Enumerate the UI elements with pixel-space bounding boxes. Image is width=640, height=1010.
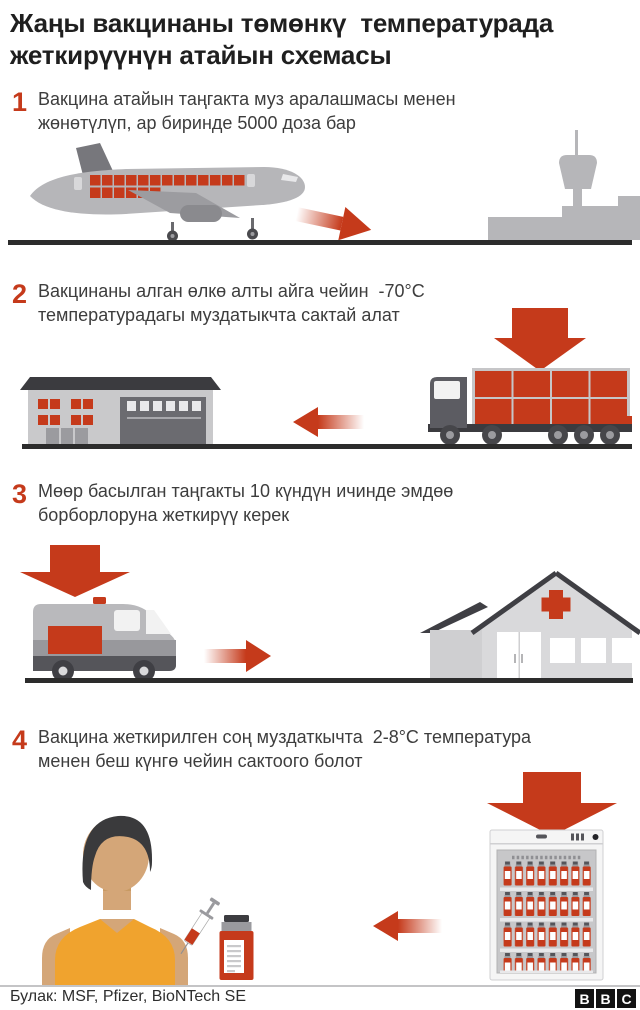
step-2-text: Вакцинаны алган өлкө алты айга чейин -70… xyxy=(38,281,425,325)
step-3: 3 Мөөр басылган таңгакты 10 күндүн ичинд… xyxy=(12,480,630,528)
ambulance-van-icon xyxy=(33,597,176,682)
scene-van-clinic xyxy=(20,545,640,683)
syringe-icon xyxy=(180,897,220,955)
airplane-icon xyxy=(30,143,305,242)
page-title: Жаңы вакцинаны төмөнкү температурада жет… xyxy=(10,8,554,70)
bbc-logo-block: C xyxy=(617,989,636,1008)
truck-icon xyxy=(428,368,632,445)
step-1-number: 1 xyxy=(12,87,28,117)
footer-divider xyxy=(0,985,640,987)
arrow-down-icon xyxy=(20,545,130,597)
warehouse-icon xyxy=(20,377,221,444)
runway-line xyxy=(8,240,632,245)
step-4-number: 4 xyxy=(12,725,28,755)
bbc-logo: B B C xyxy=(575,989,636,1008)
red-cross-icon xyxy=(541,590,571,619)
scene-warehouse-truck xyxy=(20,308,632,449)
arrow-left-icon xyxy=(373,911,442,941)
step-3-number: 3 xyxy=(12,479,28,509)
bbc-logo-block: B xyxy=(575,989,594,1008)
airport-tower-icon xyxy=(488,130,640,240)
ground-line xyxy=(25,678,633,683)
cargo-boxes xyxy=(90,175,245,198)
step-2-number: 2 xyxy=(12,279,28,309)
ground-line xyxy=(22,444,632,449)
medical-center-icon xyxy=(420,570,640,678)
step-1-text: Вакцина атайын таңгакта муз аралашмасы м… xyxy=(38,89,456,133)
vaccine-vial-icon xyxy=(219,915,254,980)
bbc-logo-block: B xyxy=(596,989,615,1008)
arrow-down-icon xyxy=(487,772,617,836)
step-4: 4 Вакцина жеткирилген соң муздаткычта 2-… xyxy=(12,726,630,774)
step-2: 2 Вакцинаны алган өлкө алты айга чейин -… xyxy=(12,280,630,328)
scene-airplane xyxy=(8,130,640,245)
source-credit: Булак: MSF, Pfizer, BioNTech SE xyxy=(10,988,246,1005)
arrow-right-icon xyxy=(204,640,271,672)
step-3-text: Мөөр басылган таңгакты 10 күндүн ичинде … xyxy=(38,481,454,525)
patient-icon xyxy=(42,815,188,985)
arrow-right-icon xyxy=(295,207,372,241)
step-1: 1 Вакцина атайын таңгакта муз аралашмасы… xyxy=(12,88,630,136)
arrow-down-icon xyxy=(494,308,586,371)
scene-vaccination xyxy=(42,772,617,985)
arrow-left-icon xyxy=(293,407,364,437)
fridge-icon xyxy=(489,829,604,981)
step-4-text: Вакцина жеткирилген соң муздаткычта 2-8°… xyxy=(38,727,532,771)
